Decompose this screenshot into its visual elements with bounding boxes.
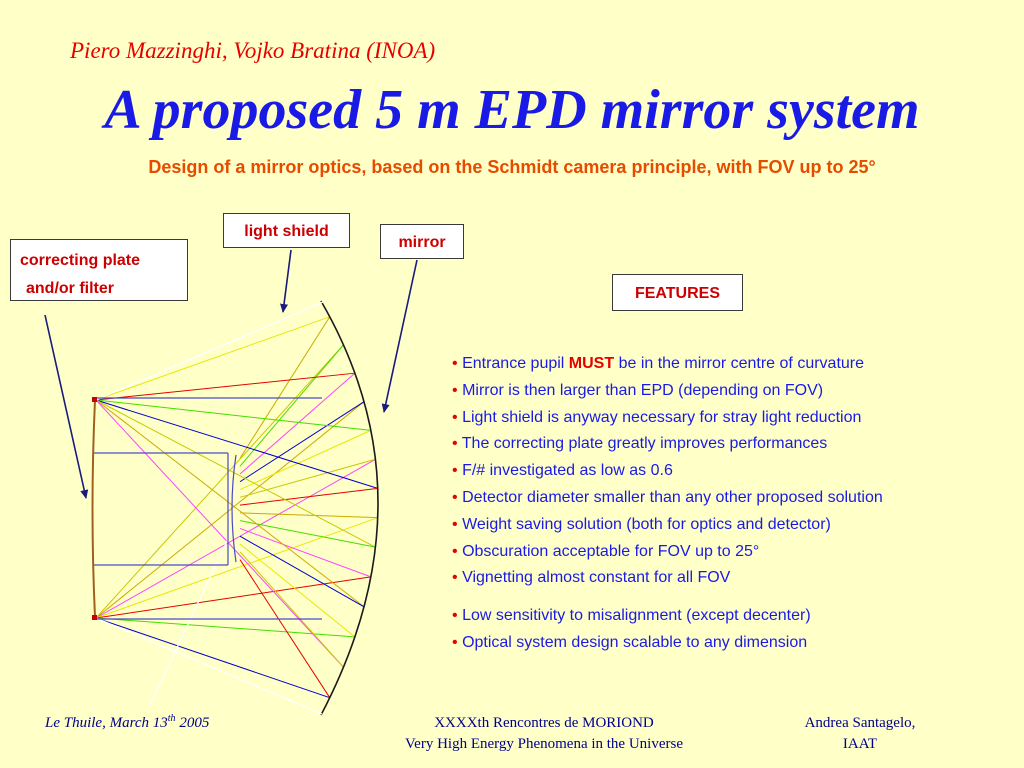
feature-text: Low sensitivity to misalignment (except … (462, 607, 811, 625)
footer-conference: XXXXth Rencontres de MORIOND Very High E… (364, 713, 724, 755)
feature-text: Optical system design scalable to any di… (462, 633, 808, 651)
ray-line (95, 344, 344, 619)
feature-text: Obscuration acceptable for FOV up to 25° (462, 542, 760, 560)
ray-line (239, 520, 376, 548)
ray-line (95, 617, 330, 699)
bullet: • (452, 607, 458, 625)
feature-emphasis: MUST (568, 355, 615, 372)
ray-line (239, 316, 331, 459)
bullet: • (452, 462, 458, 480)
feature-item: • Detector diameter smaller than any oth… (452, 485, 883, 512)
footer-conference-line1: XXXXth Rencontres de MORIOND (434, 715, 654, 731)
spherical-mirror (320, 300, 379, 716)
feature-item: • Obscuration acceptable for FOV up to 2… (452, 539, 883, 566)
correcting-plate (91, 399, 96, 618)
ray-line (95, 517, 378, 619)
arrow-mirror (381, 259, 418, 413)
ray-line (95, 617, 355, 638)
features-list: • Entrance pupil MUST be in the mirror c… (452, 351, 883, 657)
footer-sup: th (167, 713, 176, 724)
ray-line (239, 535, 365, 608)
bullet: • (452, 542, 458, 560)
page-title: A proposed 5 m EPD mirror system (104, 79, 920, 141)
feature-text: Vignetting almost constant for all FOV (462, 569, 731, 587)
feature-item: • F/# investigated as low as 0.6 (452, 458, 883, 485)
correcting-plate-label: correcting plate and/or filter (10, 239, 188, 301)
bullet: • (452, 435, 458, 453)
footer-presenter-line1: Andrea Santagelo, (804, 715, 916, 731)
feature-text-after: be in the mirror centre of curvature (614, 355, 865, 372)
ray-line (239, 559, 331, 698)
feature-item: • Light shield is anyway necessary for s… (452, 405, 883, 432)
footer-place: Le Thuile, March 13 (45, 715, 168, 731)
bullet: • (452, 515, 458, 533)
feature-text: Entrance pupil (462, 355, 569, 372)
ray-line (239, 401, 365, 483)
ray-line (239, 551, 344, 668)
ray-line (239, 543, 356, 638)
feature-item: • Entrance pupil MUST be in the mirror c… (452, 351, 883, 378)
arrow-correcting-plate (44, 314, 89, 499)
feature-text: Weight saving solution (both for optics … (462, 515, 831, 533)
feature-text: Light shield is anyway necessary for str… (462, 408, 862, 426)
subtitle: Design of a mirror optics, based on the … (148, 157, 876, 177)
ray-line (239, 458, 376, 498)
feature-text: Detector diameter smaller than any other… (462, 488, 883, 506)
footer-presenter-line2: IAAT (842, 736, 878, 752)
ray-line (95, 401, 365, 619)
ray-line (95, 399, 344, 668)
bullet: • (452, 633, 458, 651)
footer-year: 2005 (175, 715, 210, 731)
ray-line (239, 372, 356, 475)
ray-line (95, 576, 371, 619)
detector-frame (94, 397, 322, 620)
ray-line (239, 429, 372, 490)
footer-presenter: Andrea Santagelo, IAAT (770, 713, 950, 755)
ray-line (95, 372, 355, 401)
feature-item: • Optical system design scalable to any … (452, 630, 883, 657)
ray-line (95, 399, 365, 608)
ray-line (239, 487, 378, 506)
arrow-light-shield (280, 249, 292, 313)
ray-line (95, 399, 371, 431)
feature-text: F/# investigated as low as 0.6 (462, 462, 673, 480)
bullet: • (452, 355, 458, 372)
ray-line (239, 527, 372, 578)
light-shield-label: light shield (223, 213, 350, 248)
bullet: • (452, 381, 458, 399)
light-shield (95, 301, 324, 715)
feature-text: The correcting plate greatly improves pe… (461, 435, 828, 453)
authors: Piero Mazzinghi, Vojko Bratina (INOA) (70, 38, 436, 63)
feature-item: • Weight saving solution (both for optic… (452, 512, 883, 539)
feature-item: • Low sensitivity to misalignment (excep… (452, 603, 883, 630)
correcting-plate-label-line1: correcting plate (20, 252, 141, 269)
feature-item: • Mirror is then larger than EPD (depend… (452, 378, 883, 405)
ray-line (95, 399, 378, 489)
plate-edge-top (92, 397, 97, 402)
bullet: • (452, 408, 458, 426)
plate-edge-bottom (92, 615, 97, 620)
ray-line (95, 316, 330, 401)
ray-line (95, 458, 376, 619)
ray-traces (95, 316, 378, 699)
feature-text: Mirror is then larger than EPD (dependin… (462, 381, 824, 399)
footer-place-date: Le Thuile, March 13th 2005 (45, 713, 209, 732)
feature-item: • The correcting plate greatly improves … (452, 431, 883, 458)
bullet: • (452, 569, 458, 587)
features-heading: FEATURES (612, 274, 743, 311)
mirror-label: mirror (380, 224, 464, 259)
bullet: • (452, 488, 458, 506)
ray-line (239, 512, 378, 519)
correcting-plate-label-line2: and/or filter (26, 280, 115, 297)
ray-line (239, 344, 344, 467)
ray-line (95, 399, 376, 548)
feature-item: • Vignetting almost constant for all FOV (452, 565, 883, 592)
footer-conference-line2: Very High Energy Phenomena in the Univer… (405, 736, 683, 752)
